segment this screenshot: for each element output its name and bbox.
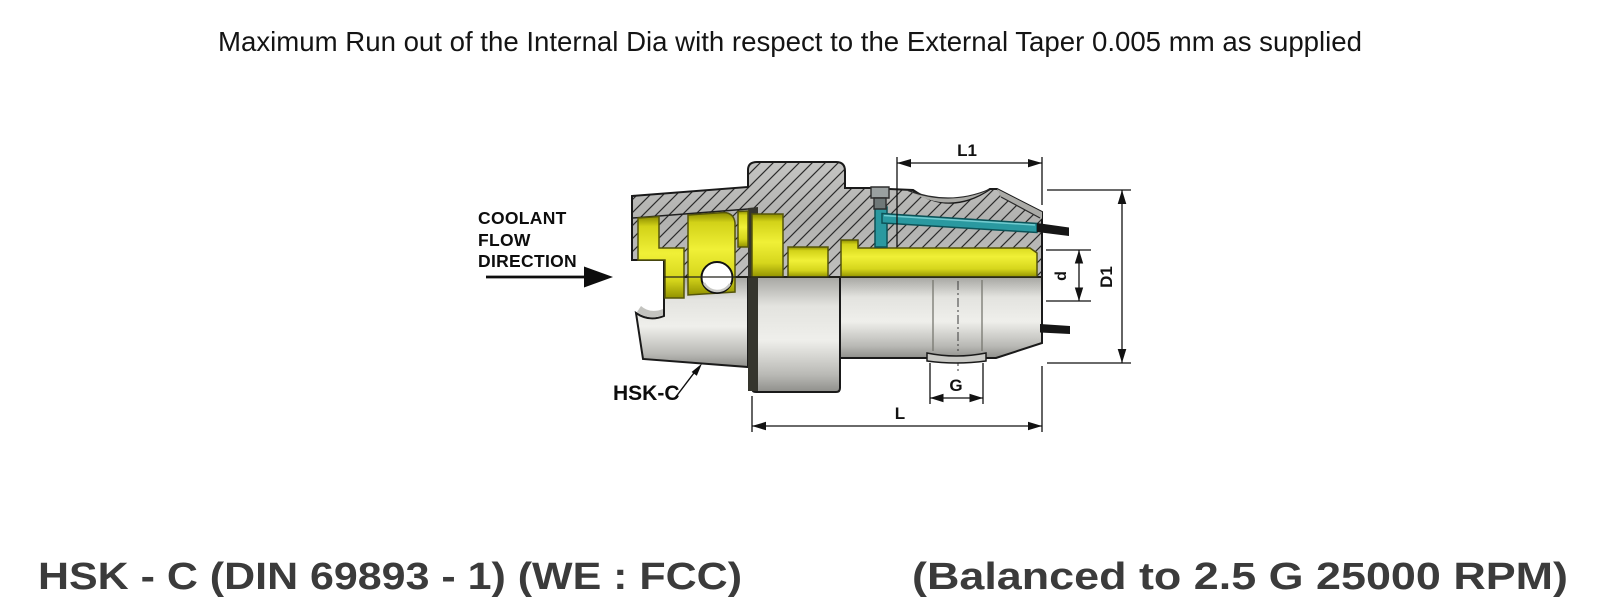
shank-type-label: HSK-C	[613, 382, 680, 405]
flange-groove-face	[908, 189, 989, 203]
leader-line	[674, 368, 698, 399]
dim-label-g: G	[949, 376, 962, 395]
exterior-bottom-half	[634, 276, 1043, 393]
dim-label-l1: L1	[957, 141, 977, 160]
dimension-g: G	[929, 363, 984, 404]
tool-shank-upper	[1037, 223, 1069, 236]
tool-shank-lower	[1040, 324, 1070, 334]
dimension-l1: L1	[896, 141, 1043, 247]
nose-chamfer-face	[997, 189, 1042, 219]
title-note: Maximum Run out of the Internal Dia with…	[218, 26, 1362, 57]
coolant-flow-annotation: COOLANT FLOW DIRECTION	[478, 208, 613, 288]
set-screw-body	[873, 197, 887, 210]
flange-internal-block	[751, 213, 784, 278]
coolant-system	[870, 186, 1038, 248]
coolant-label-line3: DIRECTION	[478, 251, 577, 271]
body-internal-block	[787, 246, 829, 278]
drive-slot-shading	[637, 306, 663, 318]
nose-chamfer-edge	[1000, 196, 1041, 219]
body-exterior	[839, 276, 1043, 359]
coolant-label-line2: FLOW	[478, 230, 531, 250]
dimension-d: d	[1046, 249, 1091, 302]
taper-shank-exterior	[634, 276, 749, 369]
footer-left: HSK - C (DIN 69893 - 1) (WE : FCC)	[38, 556, 742, 598]
footer-right: (Balanced to 2.5 G 25000 RPM)	[912, 556, 1568, 598]
collet-segment-right	[737, 210, 749, 248]
coolant-flow-arrow-head	[584, 266, 613, 288]
dimension-l: L	[751, 366, 1043, 432]
flange-groove-edge	[907, 188, 990, 199]
leader-arrow-head	[691, 363, 702, 376]
dim-label-d1: D1	[1097, 266, 1116, 288]
shank-type-annotation: HSK-C	[613, 363, 702, 405]
coolant-tube-highlight	[883, 214, 1036, 226]
flange-exterior	[751, 276, 841, 393]
dimension-d1: D1	[1047, 189, 1131, 364]
groove-floor	[926, 352, 987, 364]
dim-label-d: d	[1053, 271, 1070, 281]
dim-label-l: L	[895, 404, 905, 423]
set-screw-head	[870, 186, 890, 199]
coolant-label-line1: COOLANT	[478, 208, 567, 228]
